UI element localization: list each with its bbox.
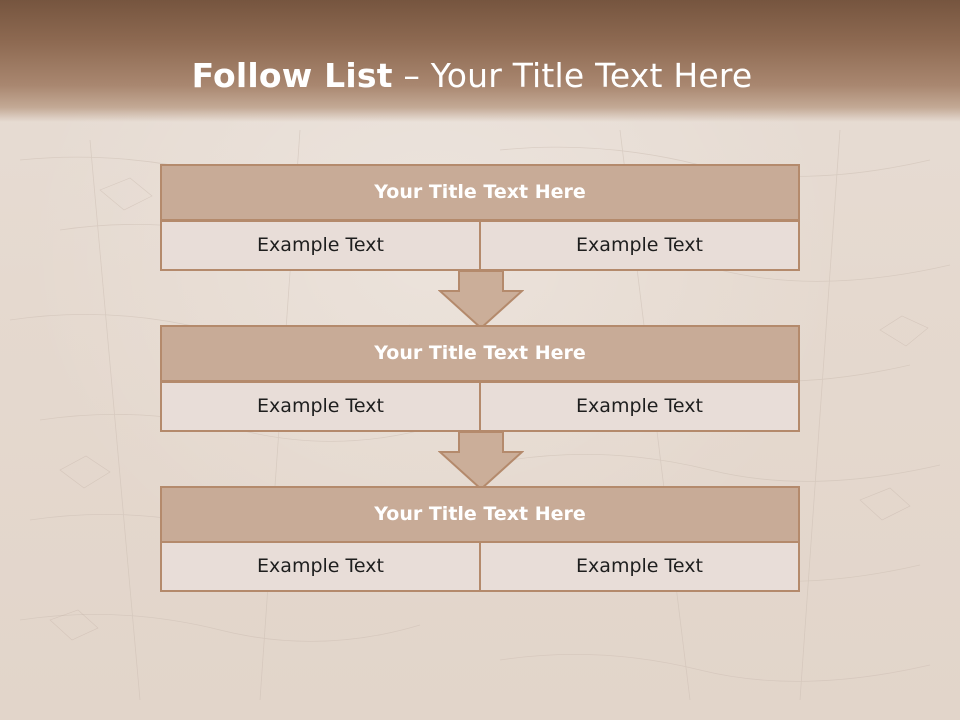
step-right-cell: Example Text [479,220,800,271]
step-box-1: Your Title Text Here Example Text Exampl… [160,164,800,272]
title-rest-text: – Your Title Text Here [392,56,753,95]
title-bold-text: Follow List [191,56,393,95]
step-title: Your Title Text Here [160,486,800,543]
step-right-cell: Example Text [479,381,800,432]
step-box-2: Your Title Text Here Example Text Exampl… [160,325,800,433]
header-band [0,0,960,122]
step-left-cell: Example Text [160,381,481,432]
down-arrow-icon [438,431,524,491]
step-left-cell: Example Text [160,541,481,592]
down-arrow-icon [438,270,524,330]
step-title: Your Title Text Here [160,325,800,382]
step-title: Your Title Text Here [160,164,800,221]
step-right-cell: Example Text [479,541,800,592]
step-box-3: Your Title Text Here Example Text Exampl… [160,486,800,592]
page-title: Follow List – Your Title Text Here [0,52,944,100]
step-left-cell: Example Text [160,220,481,271]
